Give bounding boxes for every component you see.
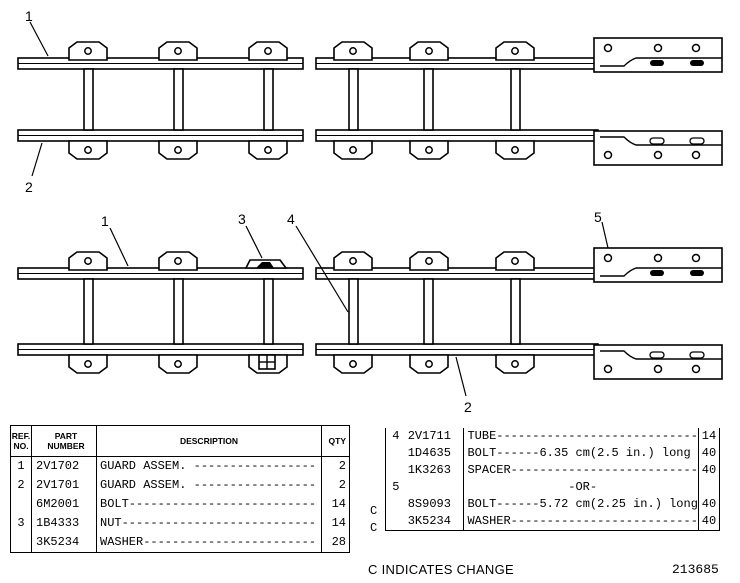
table-row: 1D4635 BOLT------6.35 cm(2.5 in.) long 4… bbox=[386, 445, 720, 462]
part-number-cell: 6M2001 bbox=[31, 494, 97, 514]
part-number-cell: 2V1711 bbox=[405, 428, 465, 445]
description-cell: NUT--------------------------- bbox=[96, 513, 322, 533]
table-row: 3K5234 WASHER------------------------ 28 bbox=[10, 532, 350, 553]
callout-1-bottom: 1 bbox=[101, 213, 109, 229]
change-mark: C bbox=[370, 521, 378, 535]
qty-cell: 40 bbox=[697, 496, 720, 513]
ref-cell bbox=[386, 496, 406, 513]
table-row: 2 2V1701 GUARD ASSEM. ----------------- … bbox=[10, 475, 350, 495]
callout-1-top: 1 bbox=[25, 8, 33, 24]
table-row: 8S9093 BOLT------5.72 cm(2.25 in.) long … bbox=[386, 496, 720, 513]
ref-cell: 2 bbox=[10, 475, 32, 495]
callout-5: 5 bbox=[594, 209, 602, 225]
parts-table-right: 4 2V1711 TUBE---------------------------… bbox=[385, 428, 720, 531]
description-cell: TUBE---------------------------- bbox=[467, 429, 698, 443]
ref-cell: 5 bbox=[392, 480, 400, 494]
description-cell: WASHER-------------------------- bbox=[467, 514, 698, 528]
qty-cell: 40 bbox=[697, 462, 720, 479]
header-description: DESCRIPTION bbox=[96, 425, 322, 457]
ref-cell: 4 bbox=[392, 429, 400, 443]
description-cell: BOLT------6.35 cm(2.5 in.) long bbox=[467, 446, 691, 460]
description-cell: GUARD ASSEM. ----------------- bbox=[96, 475, 322, 495]
figure-number: 213685 bbox=[672, 562, 719, 577]
change-mark: C bbox=[370, 504, 378, 518]
ref-cell bbox=[386, 513, 406, 531]
part-number-cell: 1K3263 bbox=[405, 462, 465, 479]
part-number-cell: 3K5234 bbox=[31, 532, 97, 553]
table-row: 5 -OR- bbox=[386, 479, 720, 496]
table-row: 1K3263 SPACER-------------------------- … bbox=[386, 462, 720, 479]
bottom-assembly bbox=[17, 221, 723, 397]
or-separator: -OR- bbox=[568, 480, 598, 494]
callout-2-top: 2 bbox=[25, 179, 33, 195]
header-ref-no: REF. NO. bbox=[10, 425, 32, 457]
change-legend: C INDICATES CHANGE bbox=[368, 562, 515, 577]
callout-4: 4 bbox=[287, 211, 295, 227]
qty-cell: 14 bbox=[697, 428, 720, 445]
qty-cell: 2 bbox=[338, 459, 346, 474]
description-cell: BOLT-------------------------- bbox=[96, 494, 322, 514]
qty-cell: 14 bbox=[331, 497, 346, 512]
table-row: 3 1B4333 NUT--------------------------- … bbox=[10, 513, 350, 533]
ref-cell: 3 bbox=[10, 513, 32, 533]
header-part-number: PART NUMBER bbox=[31, 425, 97, 457]
table-row: 6M2001 BOLT-------------------------- 14 bbox=[10, 494, 350, 514]
table-row: 4 2V1711 TUBE---------------------------… bbox=[386, 428, 720, 445]
part-number-cell: 8S9093 bbox=[405, 496, 465, 513]
qty-cell: 2 bbox=[338, 478, 346, 493]
table-row: 1 2V1702 GUARD ASSEM. ----------------- … bbox=[10, 456, 350, 476]
part-number-cell: 3K5234 bbox=[405, 513, 465, 531]
part-number-cell bbox=[405, 479, 465, 496]
description-cell: BOLT------5.72 cm(2.25 in.) long bbox=[467, 497, 698, 511]
parts-illustration: 1 2 1 3 4 5 2 bbox=[17, 8, 723, 415]
qty-cell bbox=[697, 479, 720, 496]
parts-table-left: REF. NO. PART NUMBER DESCRIPTION QTY 1 2… bbox=[10, 425, 350, 553]
qty-cell: 28 bbox=[331, 535, 346, 550]
ref-cell bbox=[10, 532, 32, 553]
description-cell: GUARD ASSEM. ----------------- bbox=[96, 456, 322, 476]
callout-2-bottom: 2 bbox=[464, 399, 472, 415]
callout-3: 3 bbox=[238, 211, 246, 227]
qty-cell: 40 bbox=[697, 445, 720, 462]
qty-cell: 40 bbox=[697, 513, 720, 531]
part-number-cell: 1D4635 bbox=[405, 445, 465, 462]
header-qty: QTY bbox=[321, 425, 350, 457]
table-header: REF. NO. PART NUMBER DESCRIPTION QTY bbox=[10, 425, 350, 457]
part-number-cell: 1B4333 bbox=[31, 513, 97, 533]
ref-cell bbox=[10, 494, 32, 514]
table-row: 3K5234 WASHER-------------------------- … bbox=[386, 513, 720, 531]
part-number-cell: 2V1701 bbox=[31, 475, 97, 495]
description-cell: WASHER------------------------ bbox=[96, 532, 322, 553]
description-cell: SPACER-------------------------- bbox=[467, 463, 698, 477]
ref-cell: 1 bbox=[10, 456, 32, 476]
qty-cell: 14 bbox=[331, 516, 346, 531]
ref-cell bbox=[386, 445, 406, 462]
ref-cell bbox=[386, 462, 406, 479]
top-assembly bbox=[17, 21, 723, 177]
part-number-cell: 2V1702 bbox=[31, 456, 97, 476]
